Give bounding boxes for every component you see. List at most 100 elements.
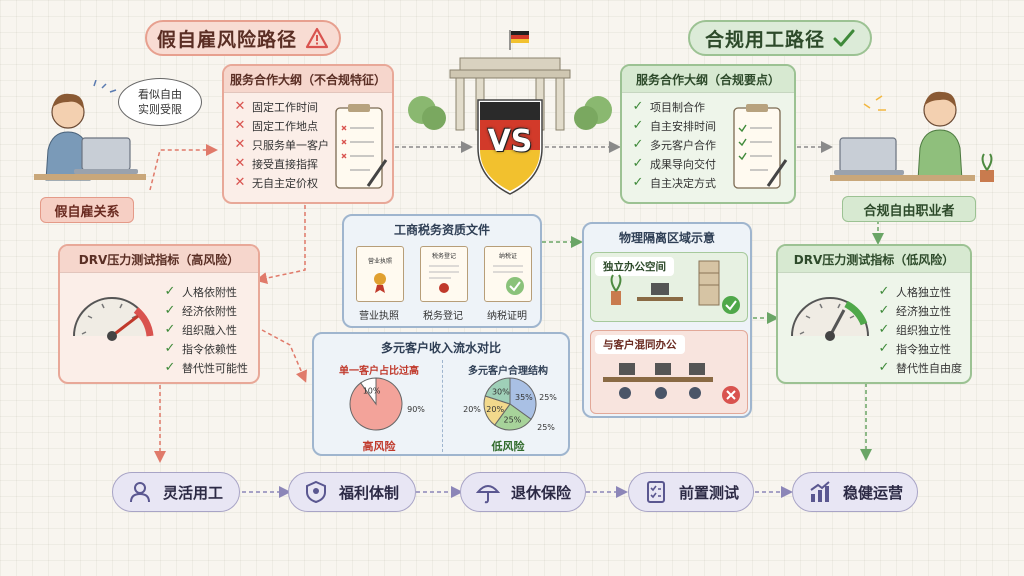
list-item-text: 替代性自由度: [896, 361, 962, 375]
check-mark-icon: ✓: [878, 284, 890, 299]
independent-office-icon: [610, 260, 740, 314]
shared-office-zone: 与客户混同办公: [590, 330, 748, 414]
stressed-worker-illustration: [34, 80, 146, 181]
list-item: ✓指令依赖性: [164, 339, 248, 358]
list-item: ✕接受直接指挥: [234, 154, 392, 173]
list-item: ✓替代性自由度: [878, 358, 962, 377]
left-title-text: 假自雇风险路径: [156, 28, 297, 51]
seal-icon: [374, 273, 386, 293]
growth-chart-icon: [807, 479, 833, 505]
drv-high-risk-card: DRV压力测试指标（高风险） ✓人格依附性 ✓经济依附性 ✓组织融入性 ✓指令依…: [58, 244, 260, 384]
pie-outer-label: 20%: [463, 405, 481, 414]
list-item-text: 无自主定价权: [252, 176, 318, 190]
list-item: ✓成果导向交付: [632, 154, 794, 173]
seal-icon: [429, 265, 459, 293]
pie-outer-label: 25%: [537, 423, 555, 432]
list-item: ✓ 项目制合作: [632, 97, 794, 116]
low-risk-gauge-icon: [791, 297, 869, 341]
left-path-title: 假自雇风险路径: [145, 20, 341, 56]
list-item-text: 项目制合作: [650, 100, 705, 114]
list-item-text: 经济依附性: [182, 304, 237, 318]
checklist-icon: [643, 479, 669, 505]
x-mark-icon: ✕: [234, 118, 246, 133]
check-mark-icon: ✓: [878, 303, 890, 318]
high-risk-gauge-icon: [73, 297, 154, 341]
brandenburg-gate-illustration: [408, 30, 612, 195]
business-license-doc: 营业执照: [356, 246, 404, 302]
low-risk-label: 低风险: [491, 440, 525, 453]
shared-office-icon: [603, 363, 740, 404]
pie-outer-label: 25%: [539, 393, 557, 402]
doc-label: 纳税证明: [487, 311, 527, 322]
step-stable-operation: 稳健运营: [792, 472, 918, 512]
pie-label: 90%: [407, 405, 425, 414]
physical-isolation-card: 物理隔离区域示意 独立办公空间 与客户混同办公: [582, 222, 752, 418]
step-label: 前置测试: [679, 483, 740, 502]
good-outline-card: 服务合作大纲（合规要点） ✓项目制合作 ✓自主安排时间 ✓多元客户合作 ✓成果导…: [620, 64, 796, 204]
drv-low-title: DRV压力测试指标（低风险）: [778, 246, 970, 273]
check-mark-icon: ✓: [632, 99, 644, 114]
list-item-text: 指令依赖性: [182, 342, 237, 356]
bubble-text: 看似自由 实则受限: [138, 88, 182, 116]
list-item: ✕只服务单一客户: [234, 135, 392, 154]
check-mark-icon: ✓: [878, 341, 890, 356]
doc-label: 营业执照: [359, 311, 399, 322]
list-item: ✓人格依附性: [164, 282, 248, 301]
check-mark-icon: ✓: [632, 118, 644, 133]
list-item-text: 固定工作地点: [252, 119, 318, 133]
list-item: ✓自主安排时间: [632, 116, 794, 135]
single-client-caption: 单一客户占比过高: [339, 366, 419, 377]
docs-title: 工商税务资质文件: [393, 223, 490, 237]
happy-freelancer-illustration: [830, 91, 994, 182]
right-path-title: 合规用工路径: [688, 20, 872, 56]
clipboard-icon: [733, 104, 788, 189]
fake-self-employment-text: 假自雇关系: [54, 204, 120, 220]
pie-label: 25%: [504, 415, 522, 424]
step-label: 灵活用工: [163, 483, 224, 502]
doc-inner-text: 税务登记: [431, 253, 456, 260]
compliant-freelancer-text: 合规自由职业者: [863, 203, 955, 219]
bad-outline-card: 服务合作大纲（不合规特征） ✕固定工作时间 ✕固定工作地点 ✕只服务单一客户 ✕…: [222, 64, 394, 204]
list-item: ✓组织融入性: [164, 320, 248, 339]
list-item: ✓ 经济独立性: [878, 301, 962, 320]
umbrella-icon: [475, 479, 501, 505]
independent-office-label: 独立办公空间: [595, 257, 674, 276]
independent-office-zone: 独立办公空间: [590, 252, 748, 322]
list-item-text: 替代性可能性: [182, 361, 248, 375]
doc-label: 税务登记: [423, 311, 463, 322]
list-item-text: 接受直接指挥: [252, 157, 318, 171]
high-risk-label: 高风险: [362, 440, 396, 453]
diverse-client-caption: 多元客户合理结构: [468, 366, 548, 377]
warning-icon: [305, 27, 329, 49]
good-outline-title: 服务合作大纲（合规要点）: [622, 66, 794, 93]
divider: [442, 360, 444, 452]
compliant-freelancer-tag: 合规自由职业者: [842, 196, 976, 222]
physical-title: 物理隔离区域示意: [618, 231, 715, 245]
list-item: ✓ 指令独立性: [878, 339, 962, 358]
doc-inner-text: 营业执照: [367, 258, 392, 265]
thought-bubble: 看似自由 实则受限: [118, 78, 202, 126]
fake-self-employment-tag: 假自雇关系: [40, 197, 134, 223]
list-item-text: 人格依附性: [182, 285, 237, 299]
pie-label: 30%: [492, 387, 510, 396]
x-mark-icon: ✕: [234, 99, 246, 114]
list-item-text: 人格独立性: [896, 285, 951, 299]
tax-registration-doc: 税务登记: [420, 246, 468, 302]
check-icon: [833, 29, 855, 47]
list-item: ✕ 固定工作地点: [234, 116, 392, 135]
x-mark-icon: ✕: [234, 137, 246, 152]
check-mark-icon: ✓: [164, 303, 176, 318]
check-mark-icon: ✓: [632, 156, 644, 171]
list-item: ✓自主决定方式: [632, 173, 794, 192]
pie-label: 35%: [515, 393, 533, 402]
pie-slice: [484, 377, 511, 405]
step-pre-test: 前置测试: [628, 472, 754, 512]
qualification-docs-card: 工商税务资质文件 营业执照 税务登记 纳税证 营业执照 税务登记 纳税证明: [342, 214, 542, 328]
list-item-text: 经济独立性: [896, 304, 951, 318]
step-retirement-insurance: 退休保险: [460, 472, 586, 512]
list-item-text: 指令独立性: [896, 342, 951, 356]
list-item: ✓替代性可能性: [164, 358, 248, 377]
step-flexible-employment: 灵活用工: [112, 472, 240, 512]
person-icon: [127, 479, 153, 505]
drv-low-risk-card: DRV压力测试指标（低风险） ✓人格独立性 ✓经济独立性 ✓组织独立性 ✓指令独…: [776, 244, 972, 384]
